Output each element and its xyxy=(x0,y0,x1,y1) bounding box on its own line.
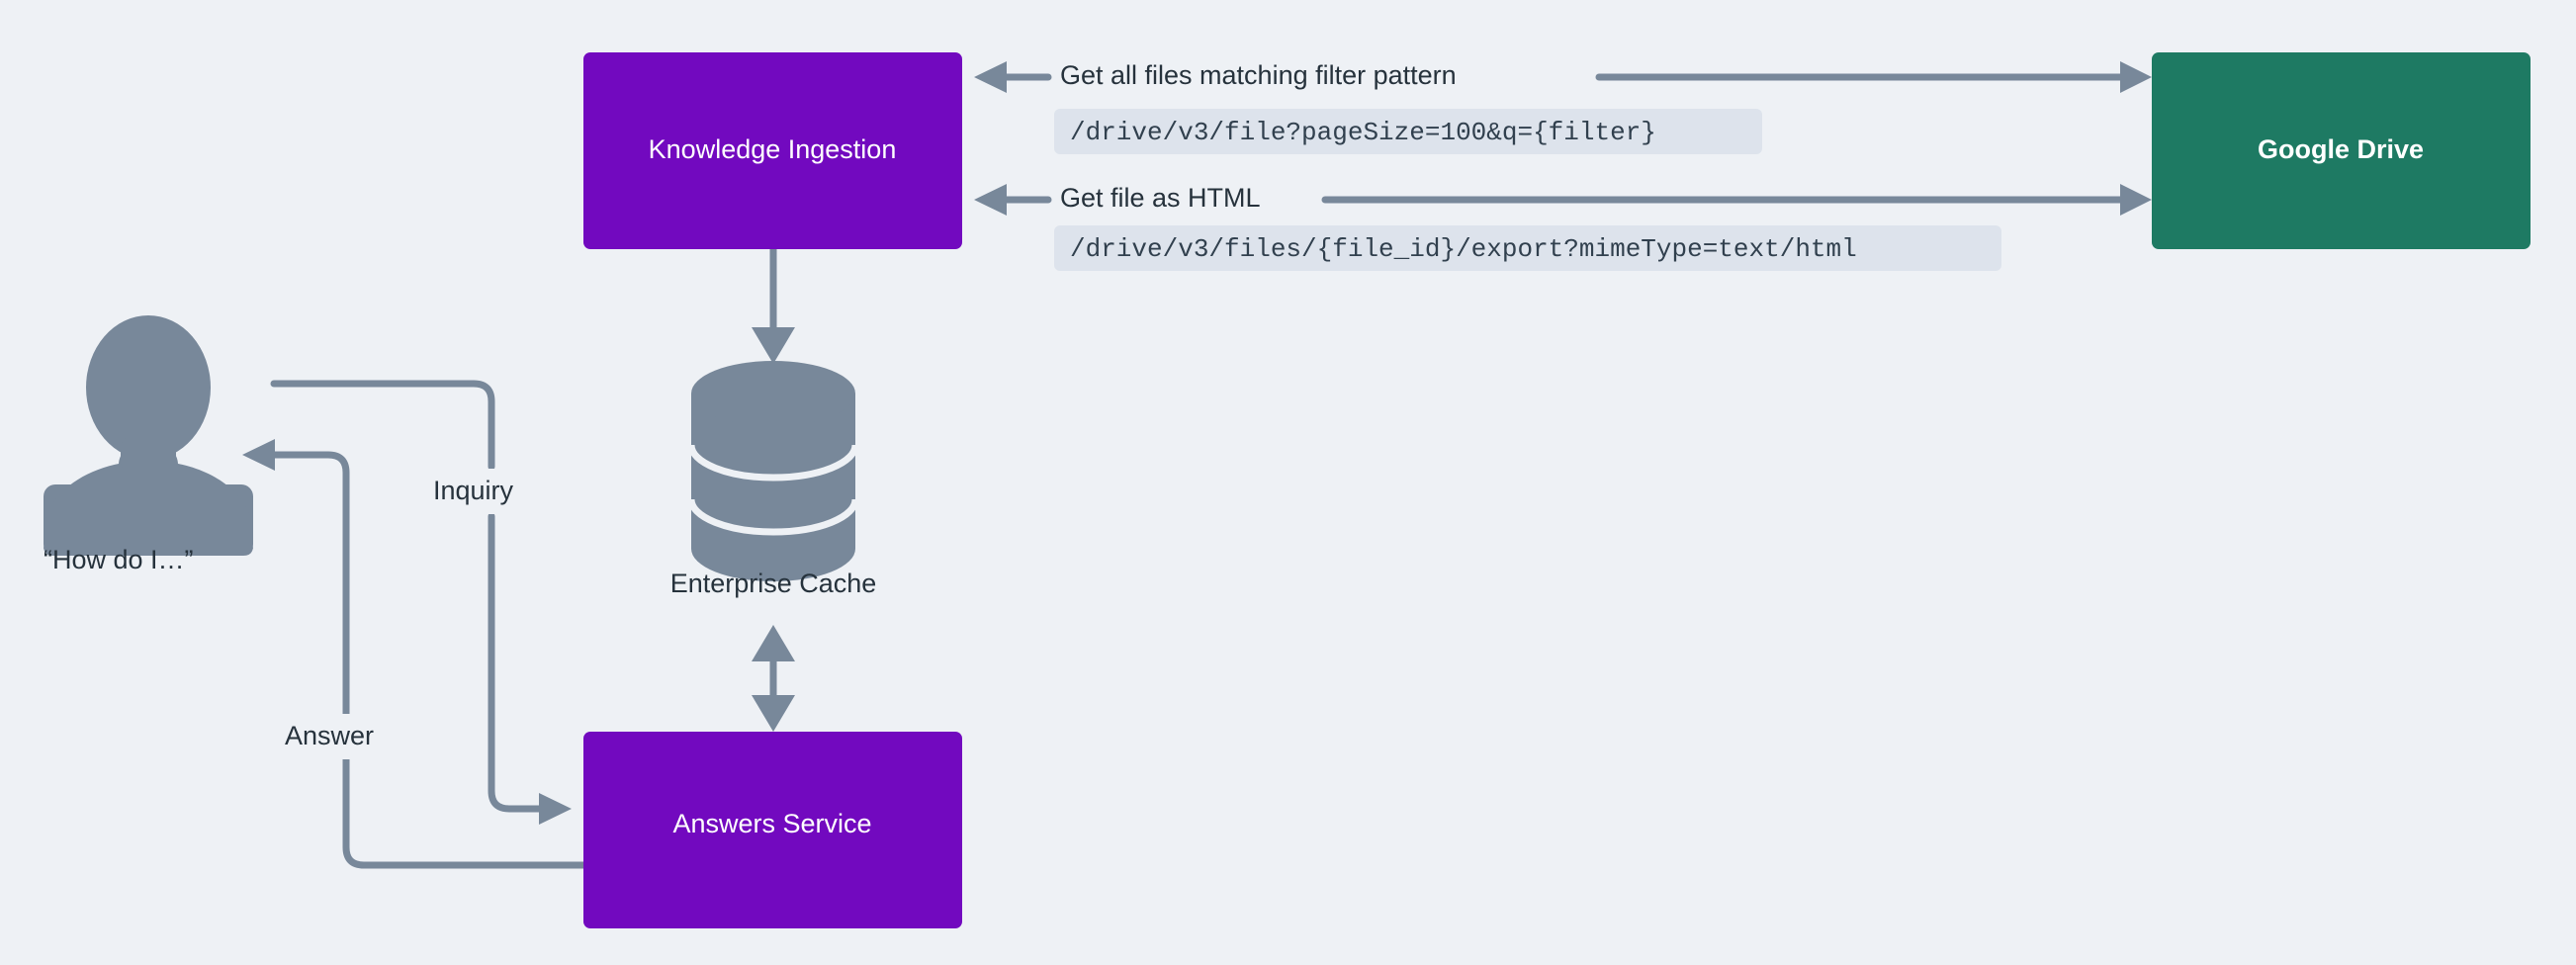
answers-service-label: Answers Service xyxy=(672,809,871,838)
api-label-list-files: Get all files matching filter pattern xyxy=(1060,60,1457,90)
connector-api-export-html xyxy=(974,184,2152,216)
knowledge-ingestion-label: Knowledge Ingestion xyxy=(649,134,897,164)
inquiry-label: Inquiry xyxy=(433,476,514,505)
node-knowledge-ingestion[interactable]: Knowledge Ingestion xyxy=(583,52,962,249)
connector-cache-answers-bidirectional xyxy=(752,625,795,732)
api-endpoint-chip-export-html: /drive/v3/files/{file_id}/export?mimeTyp… xyxy=(1054,225,2001,271)
enterprise-cache-label: Enterprise Cache xyxy=(670,569,877,598)
api-endpoint-export-html: /drive/v3/files/{file_id}/export?mimeTyp… xyxy=(1070,234,1857,264)
connector-ingestion-to-cache xyxy=(752,243,795,364)
connector-api-list-files xyxy=(974,61,2152,93)
user-quote-label: “How do I…” xyxy=(44,545,194,574)
answer-label: Answer xyxy=(285,721,374,750)
node-answers-service[interactable]: Answers Service xyxy=(583,732,962,928)
connector-inquiry xyxy=(270,380,572,825)
flow-label-inquiry: Inquiry xyxy=(423,469,560,514)
api-endpoint-chip-list-files: /drive/v3/file?pageSize=100&q={filter} xyxy=(1054,109,1762,154)
flow-label-answer: Answer xyxy=(277,714,423,759)
user-icon xyxy=(44,315,253,556)
connector-answer xyxy=(242,439,587,869)
google-drive-label: Google Drive xyxy=(2258,134,2424,164)
api-label-export-html: Get file as HTML xyxy=(1060,183,1261,213)
node-google-drive[interactable]: Google Drive xyxy=(2152,52,2531,249)
node-enterprise-cache[interactable] xyxy=(687,361,859,581)
api-endpoint-list-files: /drive/v3/file?pageSize=100&q={filter} xyxy=(1070,118,1656,147)
